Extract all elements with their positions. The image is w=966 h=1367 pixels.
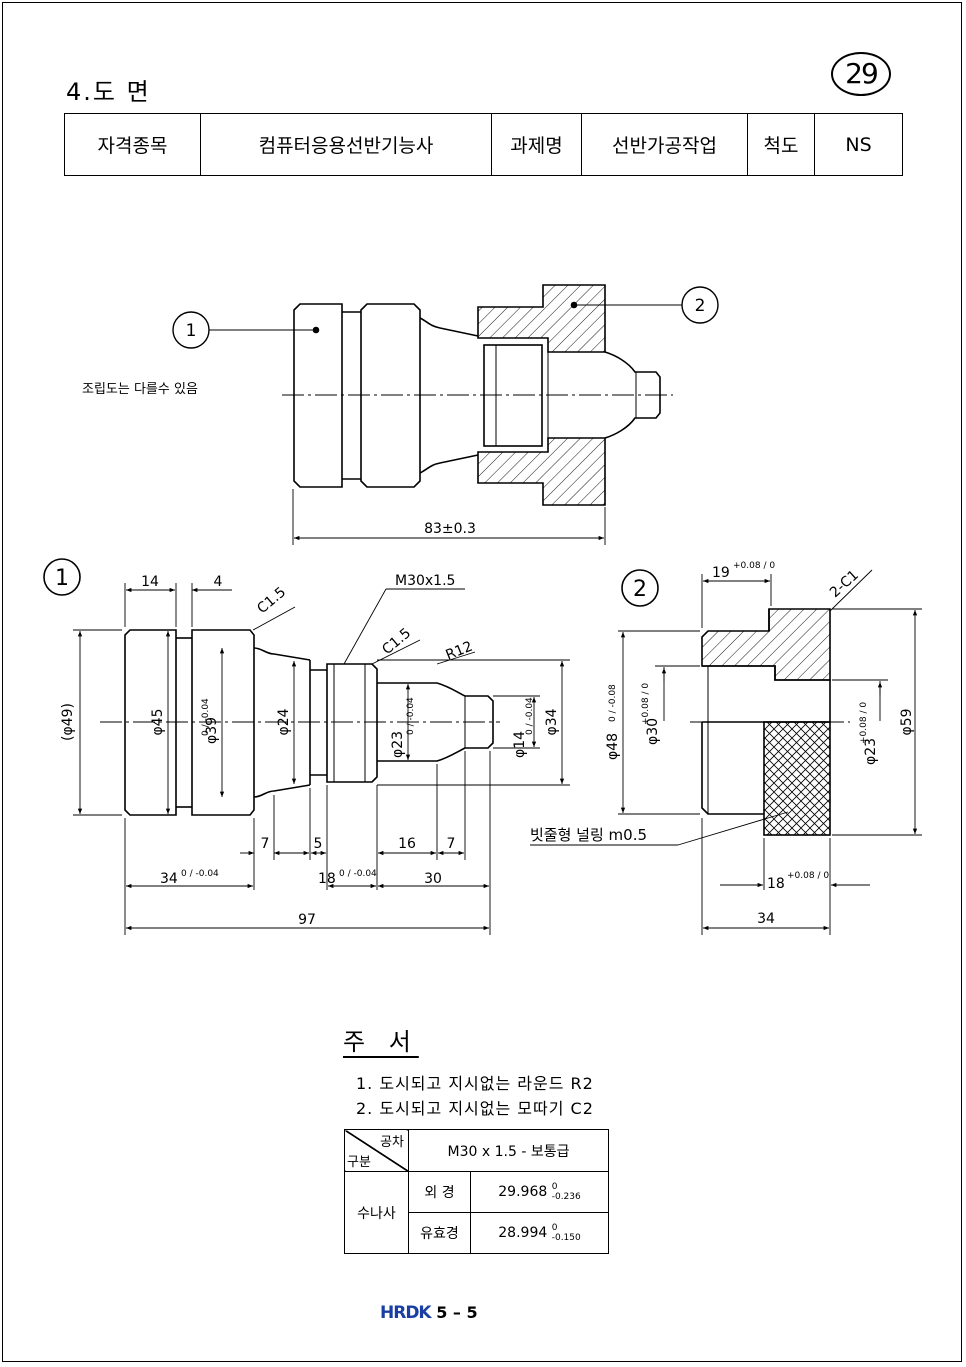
note-item-1: 1. 도시되고 지시없는 라운드 R2 [356, 1074, 594, 1093]
part2-dim-19: 19 [712, 565, 730, 581]
table-row-value-2: 28.994 0 -0.150 [470, 1212, 609, 1254]
part2-view [530, 569, 922, 935]
part1-dim-7a: 7 [261, 836, 270, 852]
part1-taper [253, 647, 311, 798]
footer: HRDK 5 – 5 [380, 1303, 478, 1323]
part1-balloon-circle [43, 558, 81, 596]
table-row-value-1: 29.968 0 -0.236 [470, 1171, 609, 1213]
part1-dim-phi49: (φ49) [60, 703, 76, 741]
footer-page: 5 – 5 [436, 1303, 478, 1322]
part1-dim-4: 4 [214, 574, 223, 590]
part1-collar [124, 629, 177, 816]
part2-dim-phi30-tol: +0.08 / 0 [641, 683, 651, 725]
task-name-value: 선반가공작업 [581, 113, 748, 176]
part1-view [43, 558, 570, 935]
table-row-label: 수나사 [344, 1171, 409, 1254]
part1-dim-phi45: φ45 [150, 708, 166, 735]
table-corner-cell: 공차 구분 [344, 1129, 409, 1172]
part2-dim-phi30: φ30 [645, 718, 661, 745]
part1-dim-phi24: φ24 [276, 708, 292, 735]
part1-dim-phi14: φ14 [512, 731, 528, 758]
part1-dim-16: 16 [398, 836, 416, 852]
part1-dim-phi14-tol: 0 / -0.04 [525, 697, 535, 735]
outer-diameter-value: 29.968 [498, 1184, 548, 1200]
part2-dim-phi59: φ59 [899, 708, 915, 735]
part1-body [191, 629, 255, 816]
table-corner-top: 공차 [380, 1135, 404, 1150]
part1-dim-c15-b: C1.5 [379, 625, 414, 658]
part1-dim-18-tol: 0 / -0.04 [339, 869, 377, 879]
part1-dim-34: 34 [160, 871, 178, 887]
table-corner-bottom: 구분 [347, 1155, 371, 1170]
part2-dim-phi48: φ48 [605, 733, 621, 760]
assembly-part2-lower-section [477, 437, 606, 506]
assembly-part1-taper [419, 317, 479, 474]
part2-balloon-label: 2 [633, 577, 647, 602]
scale-value: NS [814, 113, 903, 176]
pitch-diameter-tol-upper: 0 [551, 1223, 558, 1233]
pitch-diameter-tol-lower: -0.150 [551, 1233, 581, 1243]
table-row-name-1: 외 경 [408, 1171, 471, 1213]
part2-dim-phi23: φ23 [863, 738, 879, 765]
table-header: M30 x 1.5 - 보통급 [408, 1129, 609, 1172]
hrdk-logo: HRDK [380, 1303, 432, 1323]
page-number-badge: 29 [831, 52, 891, 96]
table-row-name-2: 유효경 [408, 1212, 471, 1254]
part2-knurled-section [763, 721, 831, 836]
part1-pin [377, 682, 494, 762]
part1-dim-14: 14 [141, 574, 159, 590]
part2-dim-phi48-tol: 0 / -0.08 [608, 684, 618, 722]
assembly-part2-upper-section [477, 284, 606, 353]
part2-dim-18: 18 [767, 876, 785, 892]
part1-dim-34-tol: 0 / -0.04 [181, 869, 219, 879]
note-item-2: 2. 도시되고 지시없는 모따기 C2 [356, 1099, 594, 1118]
part1-dim-97: 97 [298, 912, 316, 928]
part1-balloon-label: 1 [55, 566, 69, 591]
assembly-length-dim: 83±0.3 [424, 521, 476, 537]
part2-dim-phi23-tol: +0.08 / 0 [859, 702, 869, 744]
assembly-view [172, 284, 719, 545]
part2-balloon-circle [621, 569, 659, 607]
part2-dim-18-tol: +0.08 / 0 [787, 871, 829, 881]
assembly-balloon-1-label: 1 [186, 321, 197, 341]
part1-dim-18: 18 [318, 871, 336, 887]
part1-dim-7b: 7 [447, 836, 456, 852]
part1-dim-phi23: φ23 [390, 731, 406, 758]
assembly-part1-body [360, 303, 421, 488]
part2-dim-c1: 2-C1 [827, 567, 862, 601]
part1-dim-phi39-tol: 0 / -0.04 [201, 698, 211, 736]
assembly-part1-pin [604, 351, 661, 439]
title-block: 자격종목 컴퓨터응용선반기능사 과제명 선반가공작업 척도 NS [64, 113, 903, 176]
part2-knurl-label: 빗줄형 널링 m0.5 [530, 826, 647, 844]
part2-dim-34: 34 [757, 911, 775, 927]
label-qualification: 자격종목 [64, 113, 201, 176]
part1-dim-c15-a: C1.5 [254, 584, 289, 617]
outer-diameter-tol-lower: -0.236 [551, 1192, 581, 1202]
part1-dim-5: 5 [314, 836, 323, 852]
assembly-balloon-2-label: 2 [695, 296, 706, 316]
part2-dim-19-tol: +0.08 / 0 [733, 561, 775, 571]
section-title: 4.도 면 [66, 78, 151, 106]
part2-upper-section [701, 608, 831, 681]
thread-tolerance-table: 공차 구분 M30 x 1.5 - 보통급 수나사 외 경 29.968 0 -… [344, 1129, 609, 1254]
part1-dim-phi39: φ39 [204, 717, 220, 744]
assembly-part1-collar [293, 303, 343, 488]
assembly-note: 조립도는 다를수 있음 [82, 382, 198, 397]
part1-dim-thread: M30x1.5 [395, 573, 455, 589]
outer-diameter-tol-upper: 0 [551, 1182, 558, 1192]
part1-dim-phi34: φ34 [544, 708, 560, 735]
pitch-diameter-value: 28.994 [498, 1225, 548, 1241]
assembly-thread [483, 344, 543, 447]
part1-dim-phi23-tol: 0 / -0.04 [406, 697, 416, 735]
qualification-value: 컴퓨터응용선반기능사 [200, 113, 492, 176]
notes-title: 주 서 [343, 1028, 419, 1056]
part1-dim-30: 30 [424, 871, 442, 887]
label-scale: 척도 [747, 113, 815, 176]
label-task-name: 과제명 [491, 113, 582, 176]
